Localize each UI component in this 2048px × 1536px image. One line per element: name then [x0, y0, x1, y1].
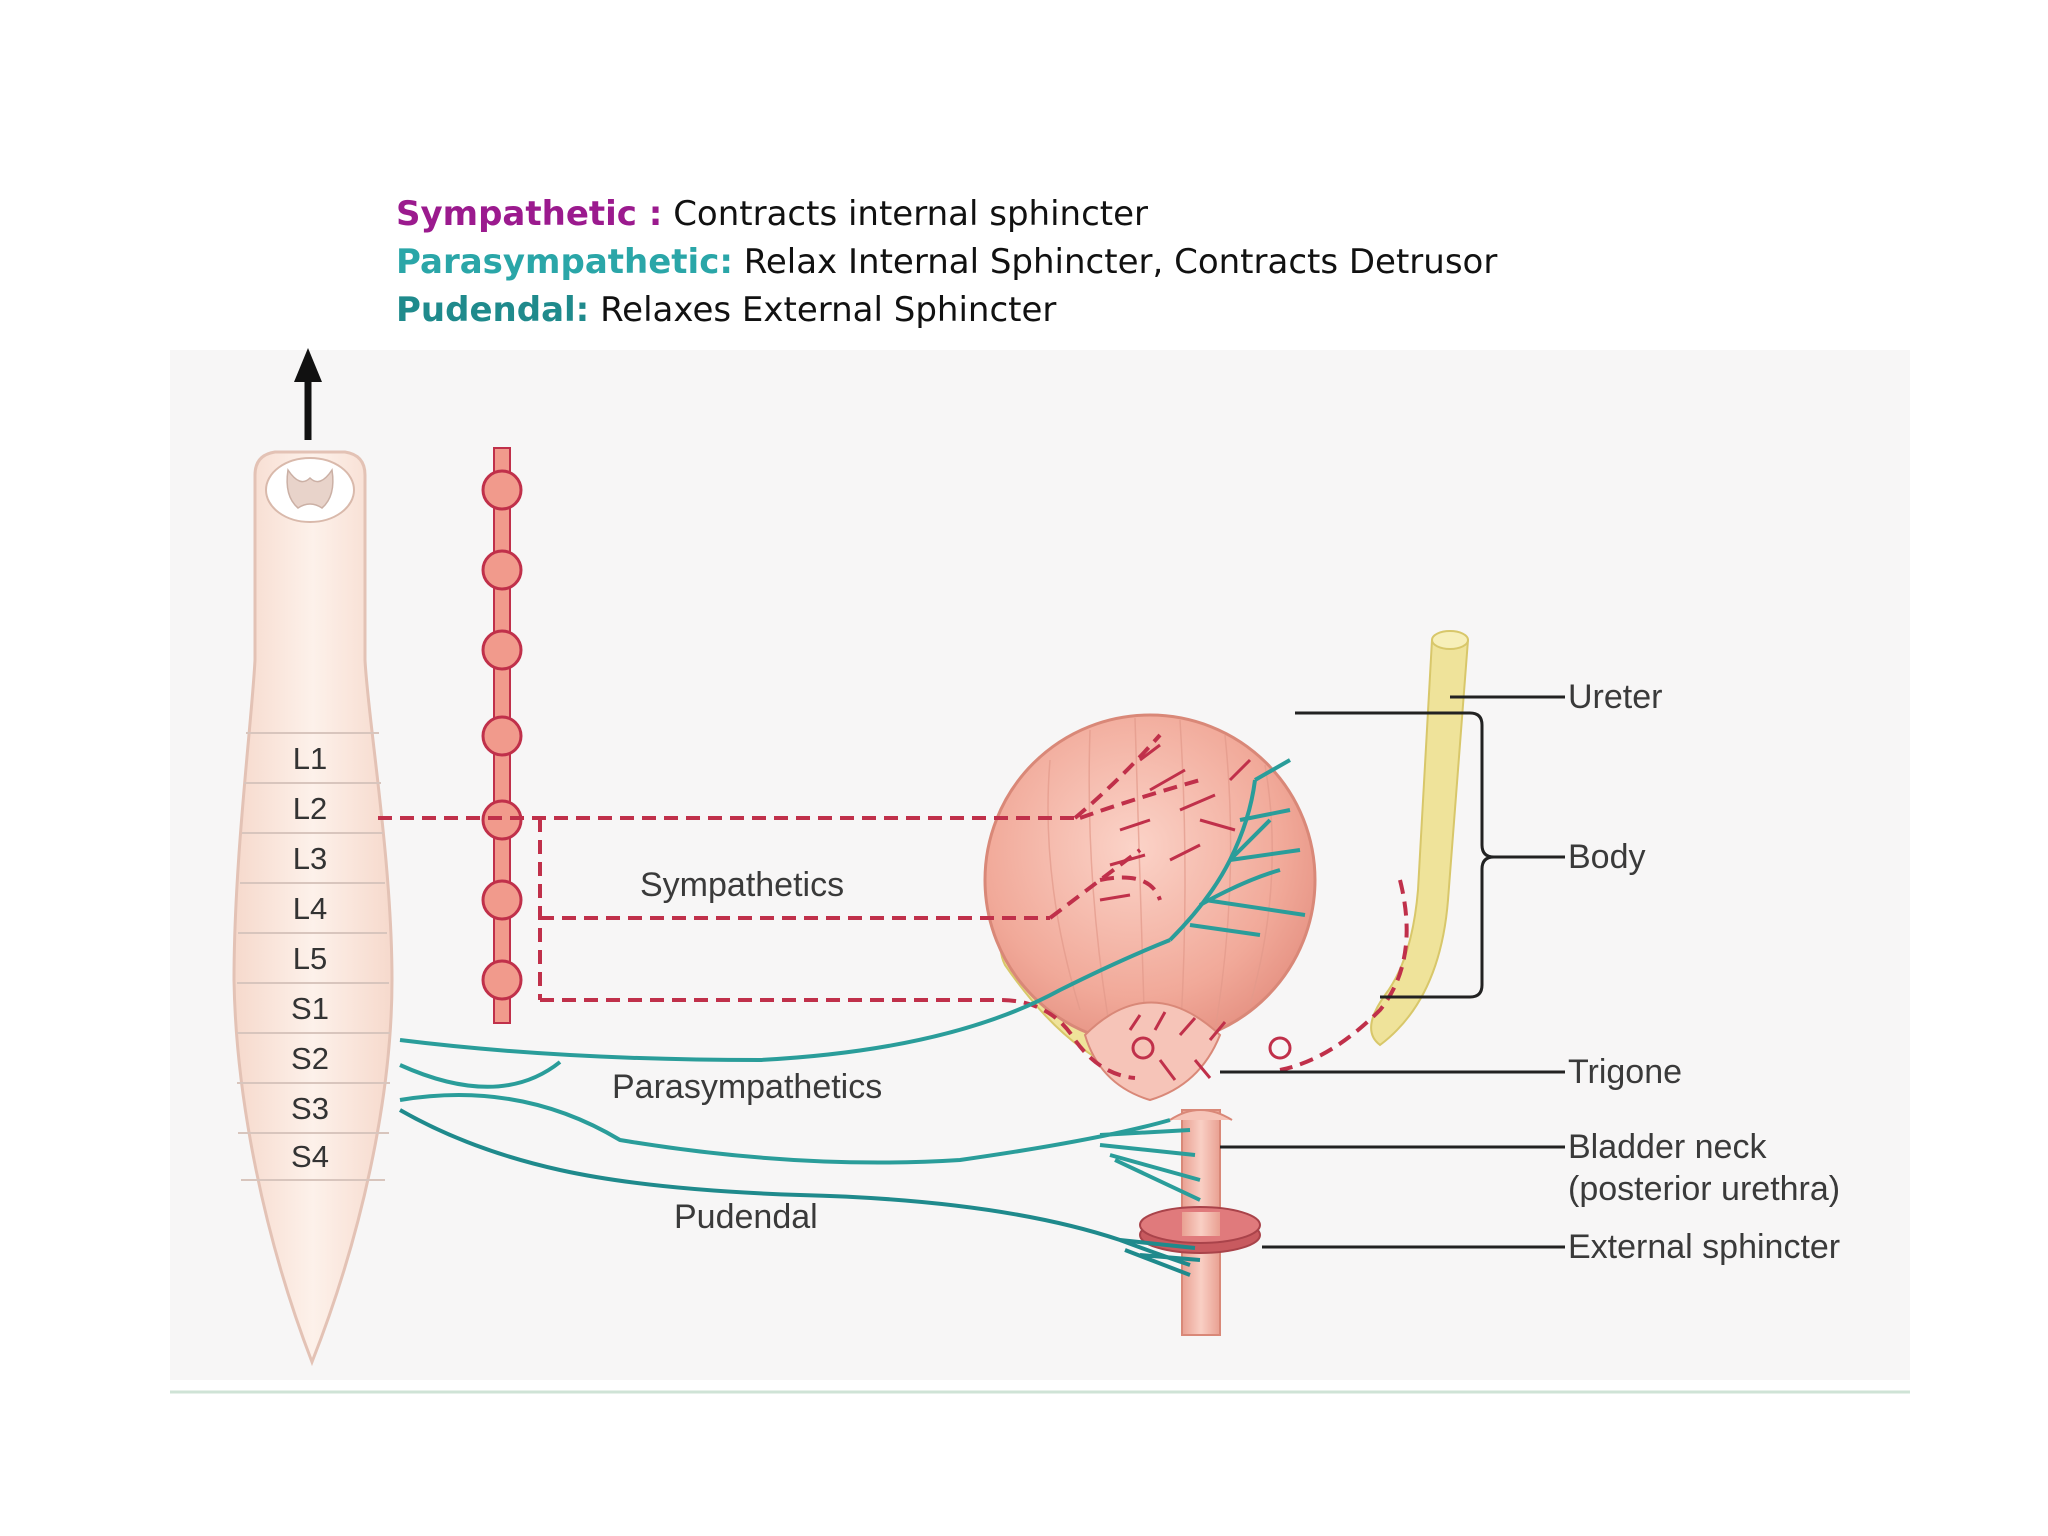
label-bladder-neck: Bladder neck: [1568, 1128, 1767, 1166]
legend-pudendal-key: Pudendal:: [396, 290, 590, 330]
label-pudendal: Pudendal: [674, 1198, 818, 1236]
ureteric-orifice-left: [1131, 1036, 1155, 1060]
segment-l3: L3: [293, 841, 327, 876]
legend-sympathetic: Sympathetic : Contracts internal sphinct…: [396, 190, 1497, 238]
segment-s2: S2: [291, 1041, 329, 1076]
segment-s1: S1: [291, 991, 329, 1026]
external-sphincter: [1139, 1206, 1261, 1254]
bladder-striations: [1047, 717, 1274, 1041]
legend-sympathetic-key: Sympathetic :: [396, 194, 663, 234]
label-posterior-urethra: (posterior urethra): [1568, 1170, 1840, 1208]
up-arrow-icon: [294, 348, 322, 440]
segment-dividers: [237, 732, 390, 1181]
segment-l1: L1: [293, 741, 327, 776]
label-ureter: Ureter: [1568, 678, 1662, 716]
sympathetic-chain: [481, 447, 523, 1024]
label-body: Body: [1568, 838, 1646, 876]
sympathetic-branches: [1099, 743, 1252, 1081]
segment-l2: L2: [293, 791, 327, 826]
legend: Sympathetic : Contracts internal sphinct…: [396, 190, 1497, 334]
legend-sympathetic-text: Contracts internal sphincter: [673, 194, 1148, 234]
label-parasympathetics: Parasympathetics: [612, 1068, 882, 1106]
label-trigone: Trigone: [1568, 1053, 1682, 1091]
label-sympathetics: Sympathetics: [640, 866, 844, 904]
legend-parasympathetic-text: Relax Internal Sphincter, Contracts Detr…: [743, 242, 1498, 282]
bladder-body: [983, 713, 1317, 1047]
legend-parasympathetic: Parasympathetic: Relax Internal Sphincte…: [396, 238, 1497, 286]
segment-l5: L5: [293, 941, 327, 976]
legend-pudendal: Pudendal: Relaxes External Sphincter: [396, 286, 1497, 334]
ureteric-orifice-right: [1268, 1036, 1292, 1060]
ureter-opening: [1431, 630, 1469, 650]
legend-parasympathetic-key: Parasympathetic:: [396, 242, 733, 282]
sympathetic-nerves: [378, 733, 1409, 1080]
pudendal-nerve: [399, 1108, 1201, 1277]
label-external-sphincter: External sphincter: [1568, 1228, 1840, 1266]
legend-pudendal-text: Relaxes External Sphincter: [600, 290, 1057, 330]
segment-l4: L4: [293, 891, 327, 926]
leader-lines: [1220, 695, 1565, 1249]
segment-s3: S3: [291, 1091, 329, 1126]
segment-s4: S4: [291, 1139, 329, 1174]
parasympathetic-nerves: [399, 758, 1306, 1202]
cord-cross-section: [265, 457, 355, 523]
